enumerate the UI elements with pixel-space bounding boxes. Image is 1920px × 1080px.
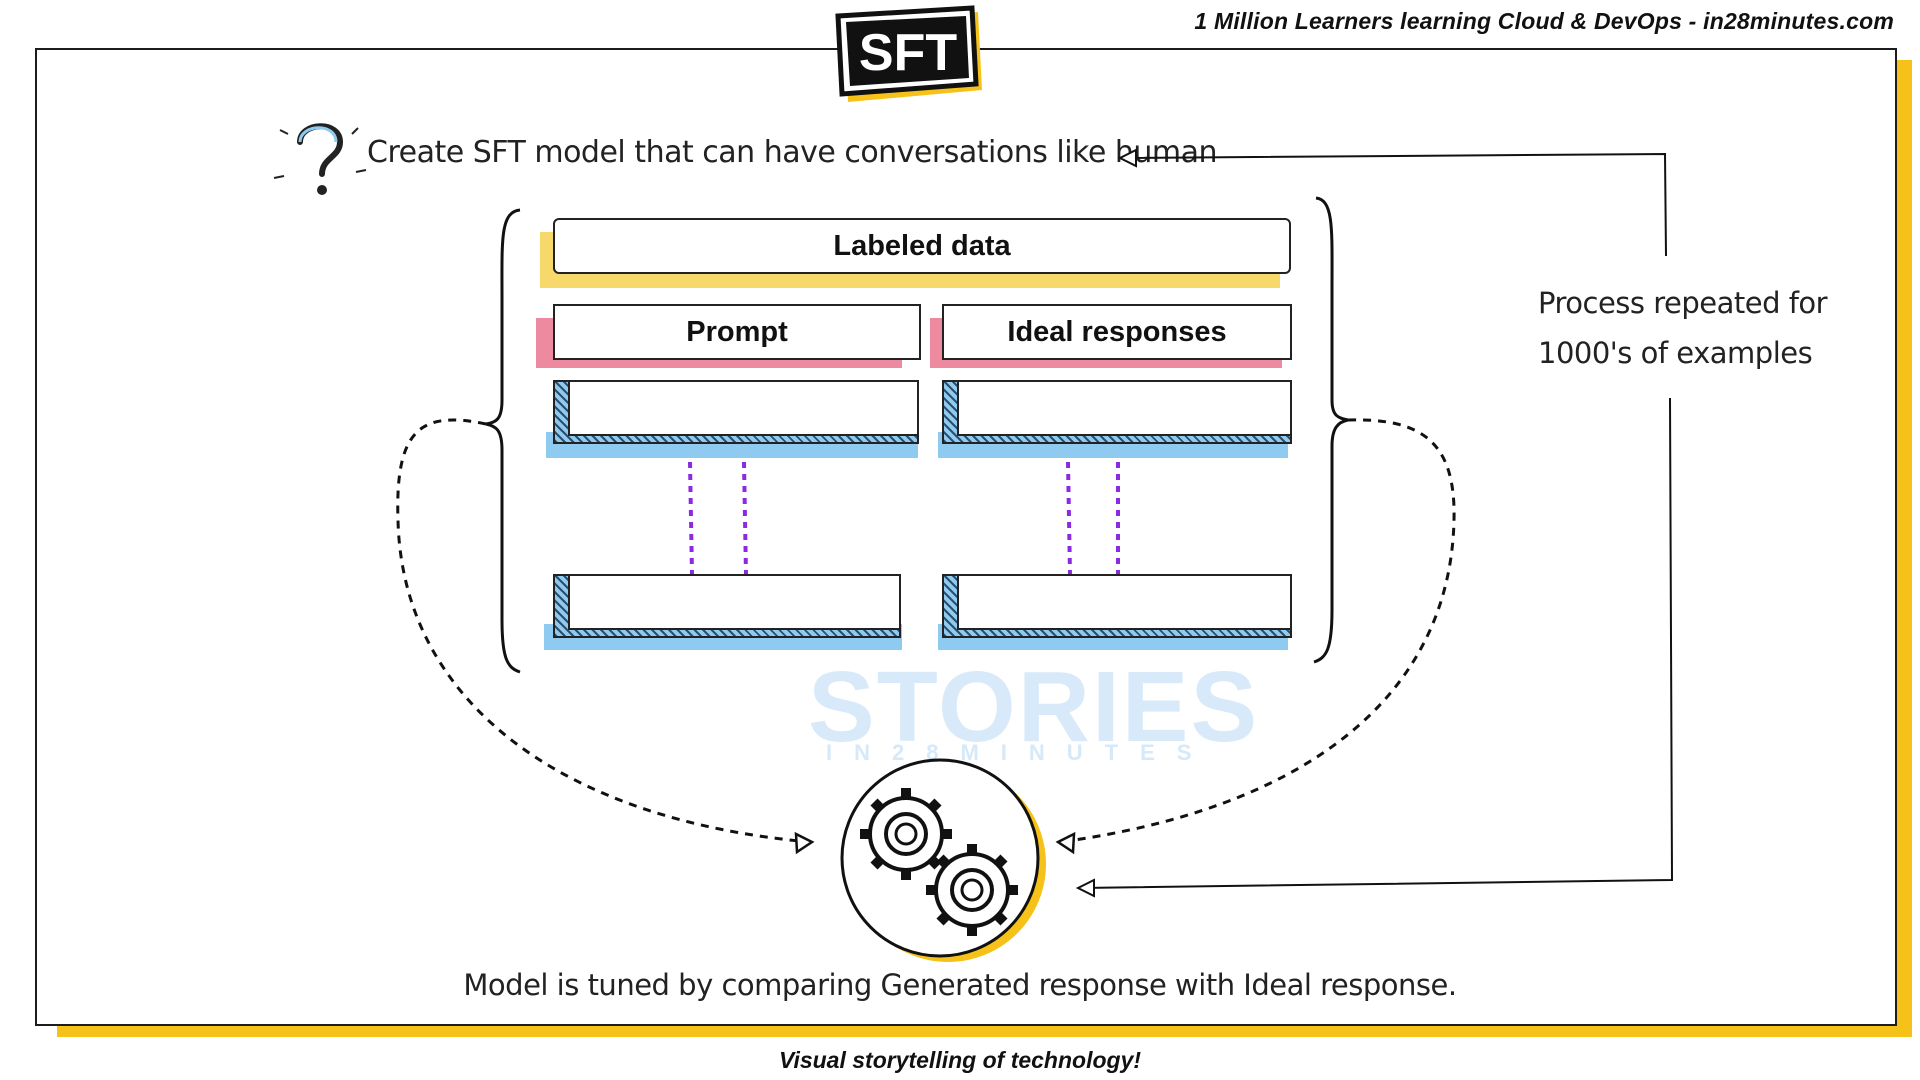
model-gears-icon (840, 758, 1046, 962)
question-text: Create SFT model that can have conversat… (367, 135, 1218, 170)
footer-tagline: Visual storytelling of technology! (778, 1047, 1142, 1073)
prompt-link-1 (688, 461, 694, 576)
left-dashed-arrow (396, 418, 811, 844)
prompt-link-2 (742, 461, 748, 576)
ideal-row-1 (957, 380, 1292, 436)
side-note-line-2: 1000's of examples (1538, 336, 1813, 370)
repeat-loop-line-top (1121, 152, 1667, 257)
right-dashed-arrow (1059, 418, 1456, 844)
logo-text: SFT (859, 24, 957, 82)
question-mark-icon (273, 123, 367, 195)
side-note-line-1: Process repeated for (1538, 286, 1828, 320)
sft-logo: SFT (835, 5, 982, 102)
ideal-row-2 (957, 574, 1292, 630)
caption-text: Model is tuned by comparing Generated re… (463, 968, 1457, 1002)
prompt-row-1 (568, 380, 919, 436)
watermark-text: STORIES (808, 651, 1260, 763)
right-brace (1313, 196, 1349, 664)
response-link-1 (1066, 461, 1072, 576)
repeat-loop-line (1079, 397, 1674, 889)
process-repeated-note: Process repeated for 1000's of examples (1538, 278, 1828, 378)
header-tagline: 1 Million Learners learning Cloud & DevO… (1194, 8, 1894, 34)
ideal-responses-header: Ideal responses (942, 304, 1292, 360)
left-brace (485, 208, 521, 674)
labeled-data-box: Labeled data (553, 218, 1291, 274)
prompt-row-2 (568, 574, 901, 630)
watermark-subtext: IN28MINUTES (826, 740, 1214, 765)
prompt-header: Prompt (553, 304, 921, 360)
